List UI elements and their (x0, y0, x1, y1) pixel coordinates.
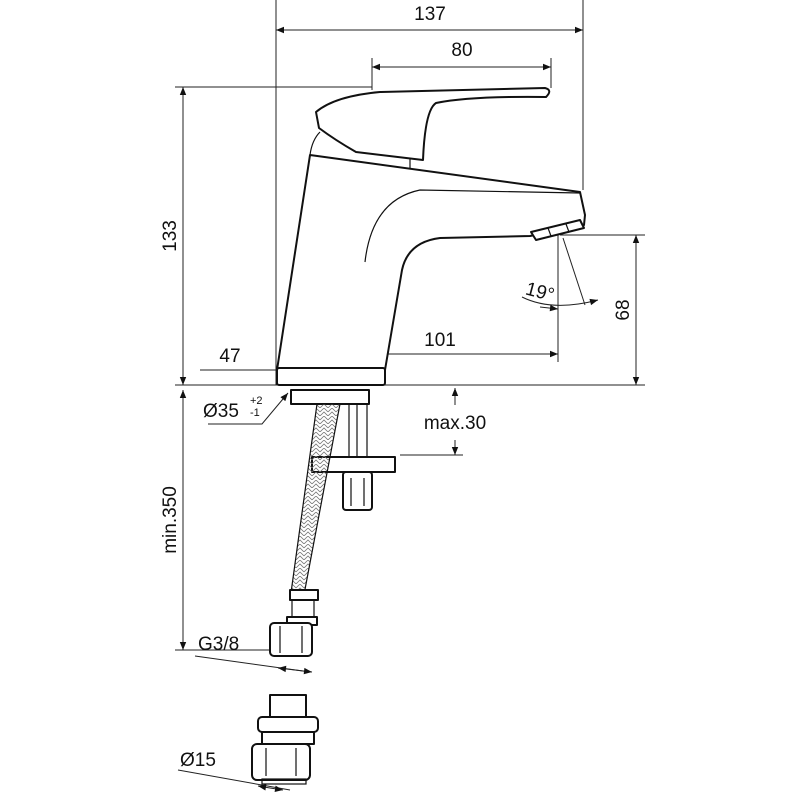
dimension-labels: 137 80 133 47 101 68 19° Ø35 +2 -1 max.3… (160, 4, 634, 771)
faucet-body (276, 87, 586, 386)
lever-handle (315, 87, 551, 161)
aerator (530, 219, 585, 241)
angle-19-label: 19° (523, 279, 556, 307)
dia35-label: Ø35 (203, 401, 239, 422)
dim-68-label: 68 (613, 299, 634, 320)
extension-lines (175, 0, 645, 651)
dim-80-label: 80 (451, 40, 472, 61)
dia15-leader (177, 769, 291, 791)
dim-47-label: 47 (219, 346, 240, 367)
max30-label: max.30 (424, 413, 486, 434)
dim-133-label: 133 (160, 220, 181, 252)
dia35-tol-plus: +2 (250, 395, 263, 407)
dim-137-label: 137 (414, 4, 446, 25)
min350-label: min.350 (160, 486, 181, 554)
dia35-tol-minus: -1 (250, 407, 260, 419)
adapter-fitting (251, 694, 319, 785)
dia15-label: Ø15 (180, 750, 216, 771)
g38-label: G3/8 (198, 634, 239, 655)
dia35-leader (208, 392, 289, 425)
dim-101-label: 101 (424, 330, 456, 351)
braided-hose (289, 403, 341, 601)
mounting-parts (251, 389, 396, 785)
